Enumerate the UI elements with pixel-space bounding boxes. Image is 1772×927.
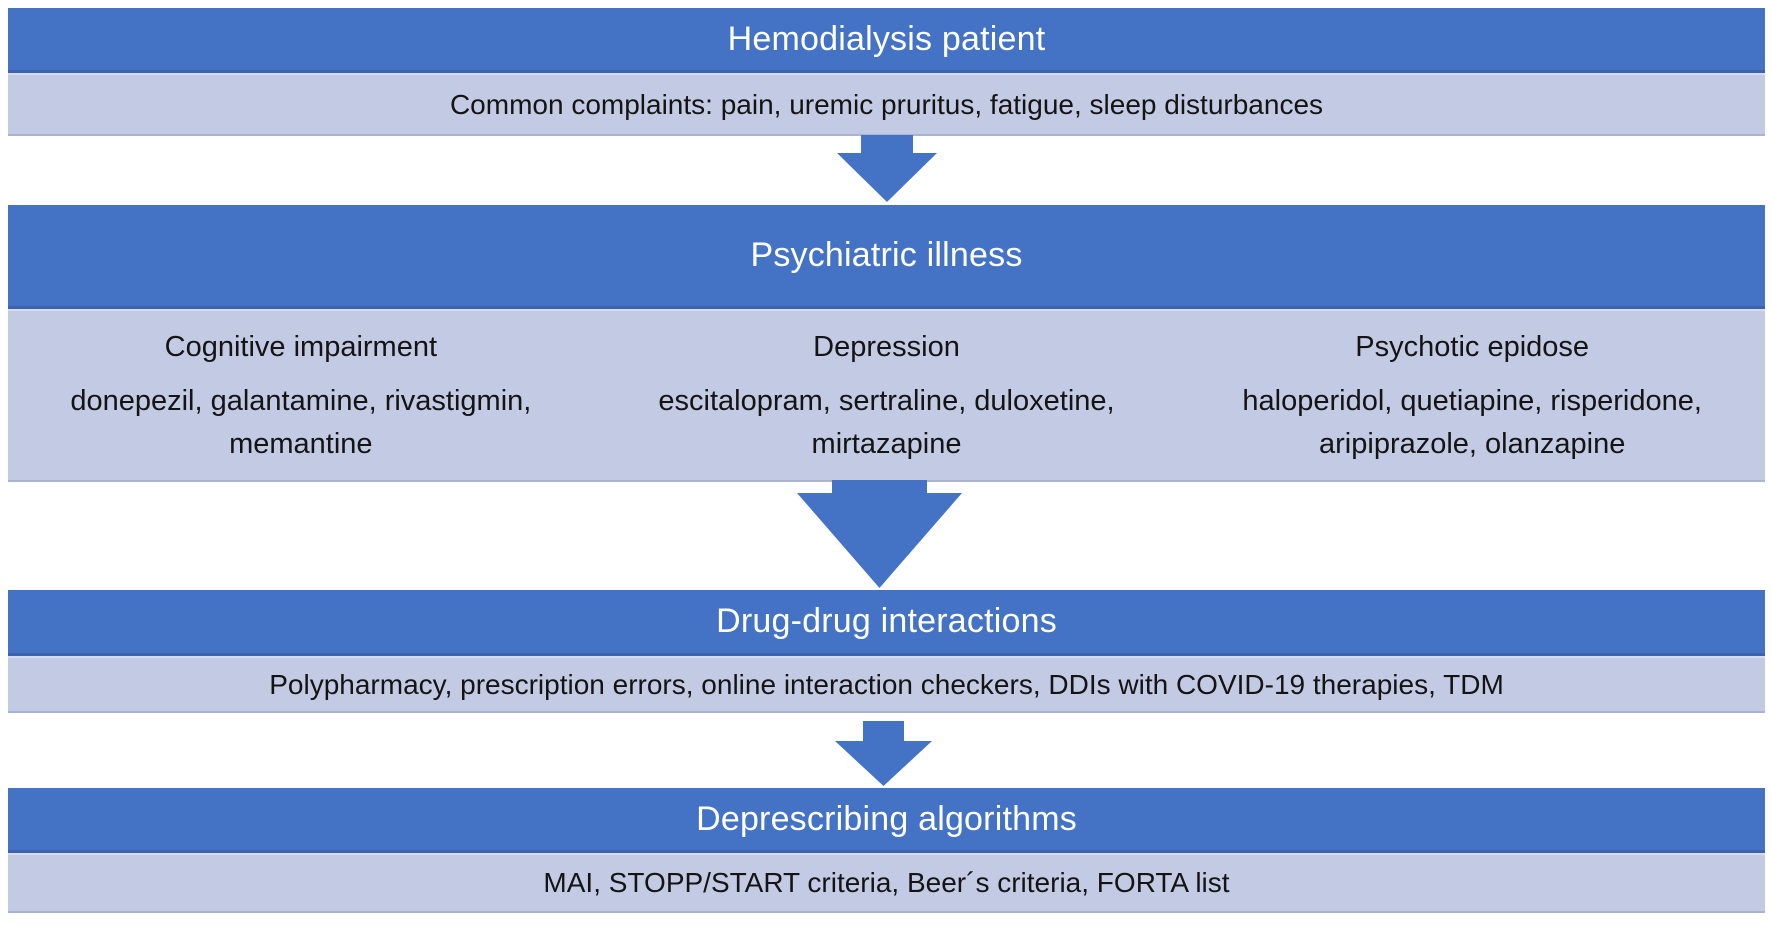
psychiatric-columns: Cognitive impairment donepezil, galantam… [8,311,1765,480]
section-psychiatric-header: Psychiatric illness [8,205,1765,309]
section-hemodialysis-title: Hemodialysis patient [727,19,1046,58]
column-psychotic-episode: Psychotic epidose haloperidol, quetiapin… [1179,311,1765,480]
section-deprescribing-title: Deprescribing algorithms [696,799,1077,838]
section-interactions-title: Drug-drug interactions [716,602,1057,640]
interactions-text: Polypharmacy, prescription errors, onlin… [269,668,1504,700]
down-arrow-icon [835,721,932,786]
section-interactions-body: Polypharmacy, prescription errors, onlin… [8,656,1765,713]
column-drug-list: donepezil, galantamine, rivastigmin, mem… [70,385,532,460]
column-heading: Psychotic epidose [1355,331,1590,363]
column-depression: Depression escitalopram, sertraline, dul… [594,311,1180,480]
column-heading: Depression [813,331,960,363]
section-psychiatric-title: Psychiatric illness [750,236,1023,274]
column-drug-list: escitalopram, sertraline, duloxetine, mi… [658,385,1115,460]
common-complaints-text: Common complaints: pain, uremic pruritus… [449,88,1324,120]
down-arrow-icon [837,135,937,202]
deprescribing-text: MAI, STOPP/START criteria, Beer´s criter… [543,867,1230,898]
section-hemodialysis-body: Common complaints: pain, uremic pruritus… [8,73,1765,136]
section-psychiatric-body: Cognitive impairment donepezil, galantam… [8,309,1765,482]
column-heading: Cognitive impairment [164,331,438,363]
down-arrow-large-icon [797,480,962,588]
column-cognitive-impairment: Cognitive impairment donepezil, galantam… [8,311,594,480]
column-drug-list: haloperidol, quetiapine, risperidone, ar… [1242,385,1702,460]
section-interactions-header: Drug-drug interactions [8,590,1765,656]
section-hemodialysis-header: Hemodialysis patient [8,8,1765,73]
section-deprescribing-header: Deprescribing algorithms [8,788,1765,853]
section-deprescribing-body: MAI, STOPP/START criteria, Beer´s criter… [8,853,1765,913]
